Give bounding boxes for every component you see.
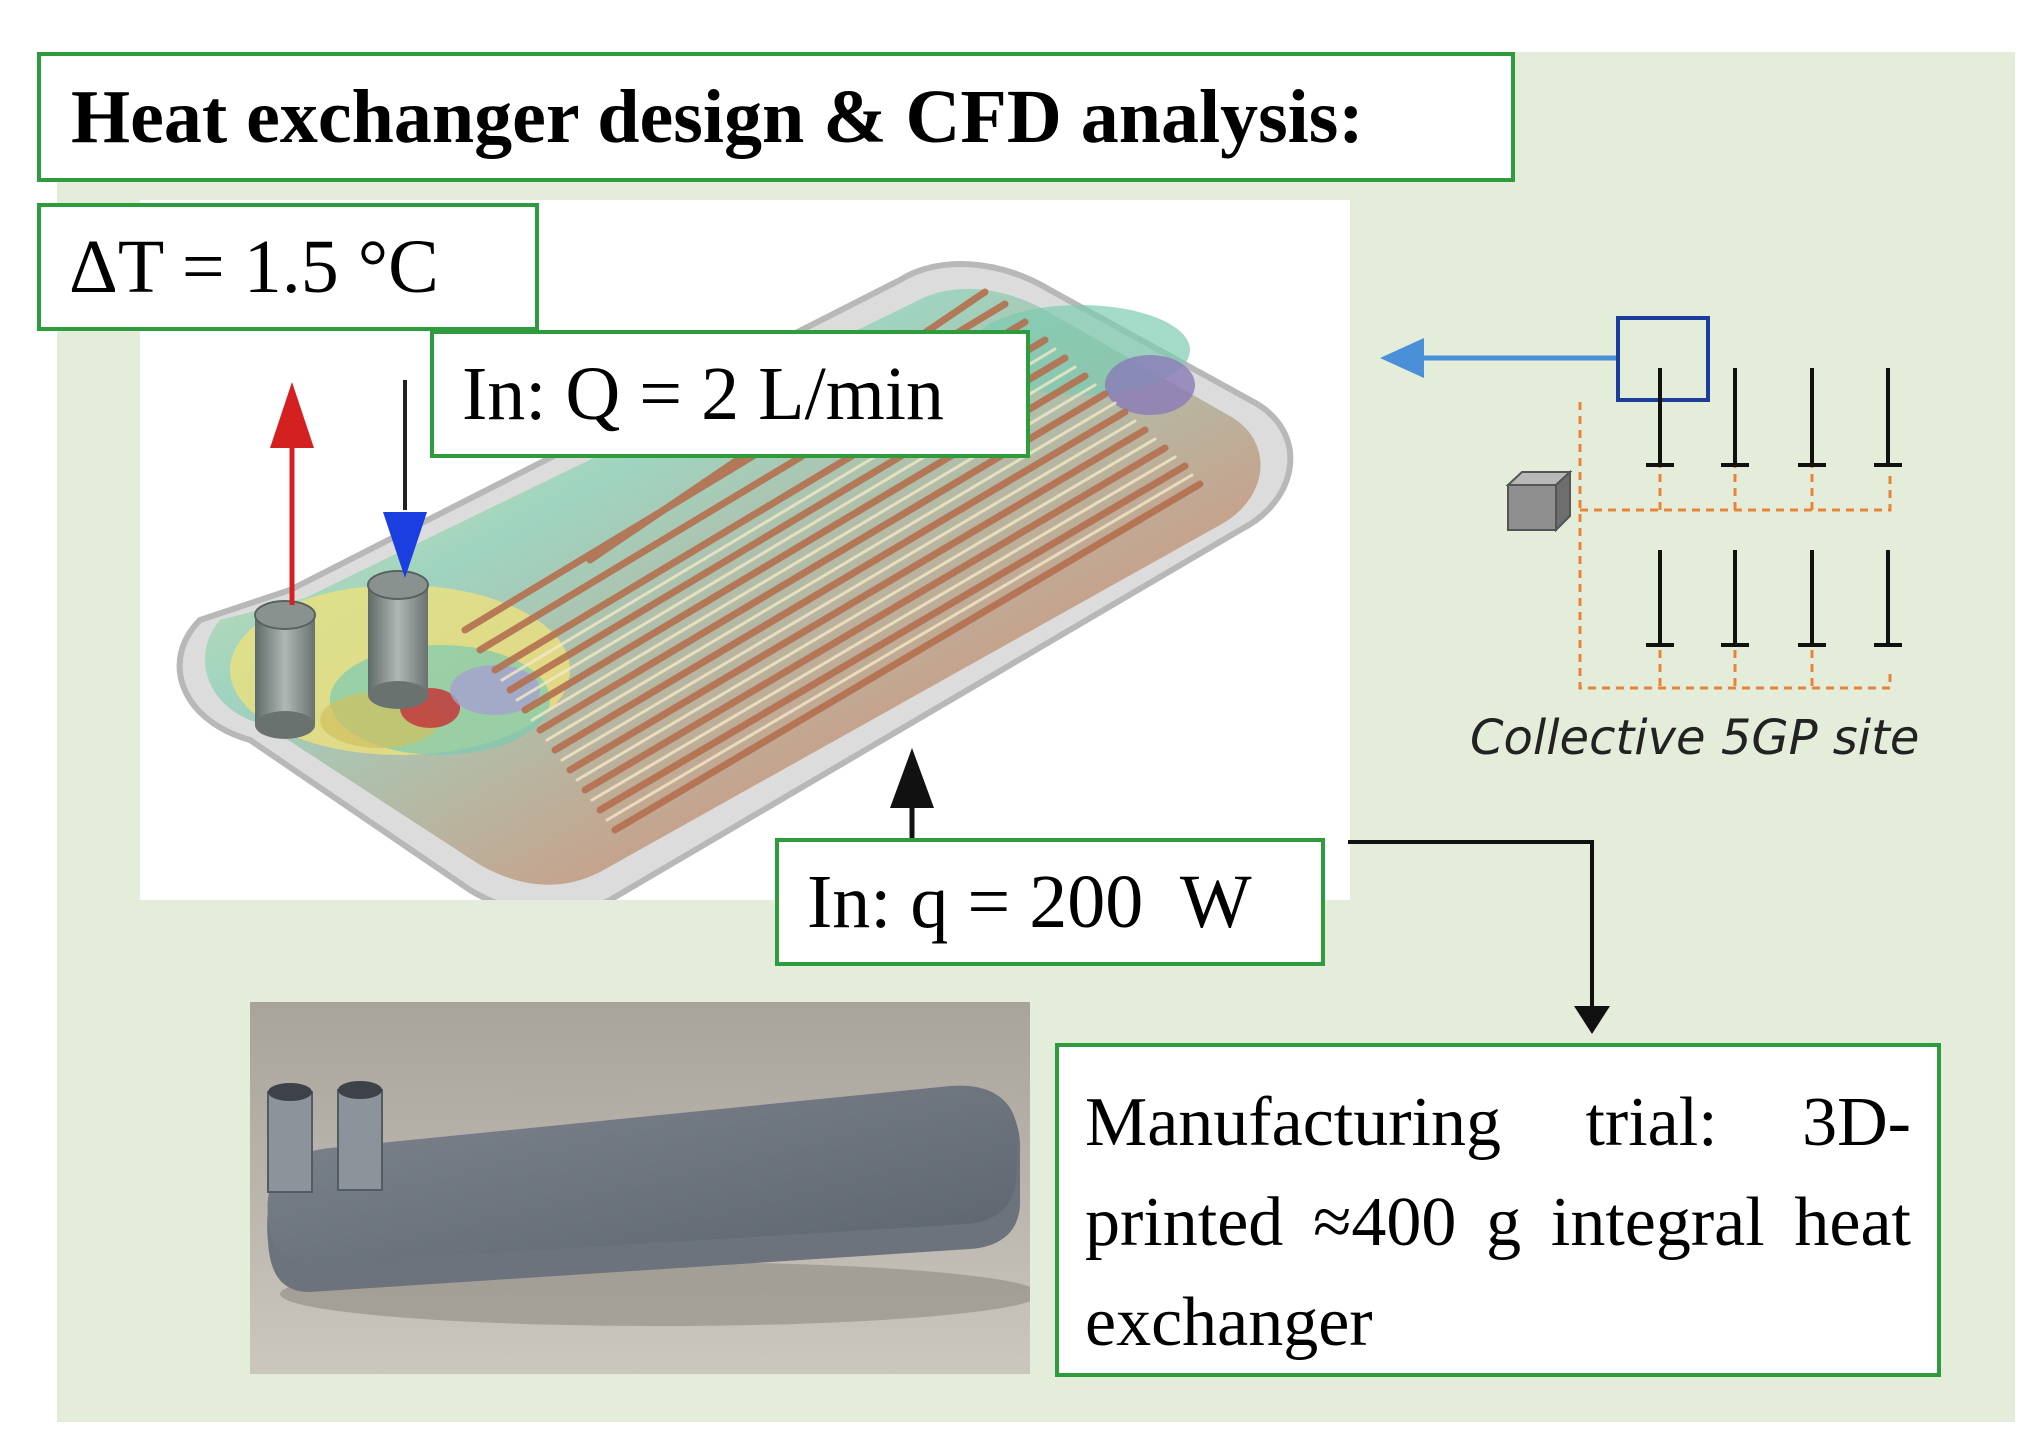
selected-unit-box [1616,316,1710,402]
probe-row-bottom [1646,550,1902,647]
cabinet-icon [1505,469,1573,533]
manufacturing-text: Manufacturing trial: 3D-printed ≈400 g i… [1085,1084,1911,1361]
flow-rate-box: In: Q = 2 L/min [430,330,1030,458]
delta-t-text: ΔT = 1.5 °C [69,224,439,309]
outlet-port [254,600,316,739]
flow-rate-text: In: Q = 2 L/min [462,351,944,436]
probe-row-top [1646,368,1902,467]
delta-t-box: ΔT = 1.5 °C [37,203,539,331]
site-schematic [1505,316,1902,690]
title-text: Heat exchanger design & CFD analysis: [71,74,1364,159]
heat-input-text: In: q = 200 W [807,859,1252,944]
heat-input-box: In: q = 200 W [775,838,1325,966]
inlet-port [367,570,429,709]
site-label: Collective 5GP site [1470,710,1920,766]
manufacturing-box: Manufacturing trial: 3D-printed ≈400 g i… [1055,1043,1941,1377]
title-box: Heat exchanger design & CFD analysis: [37,52,1515,182]
printed-part-photo [250,1002,1030,1374]
